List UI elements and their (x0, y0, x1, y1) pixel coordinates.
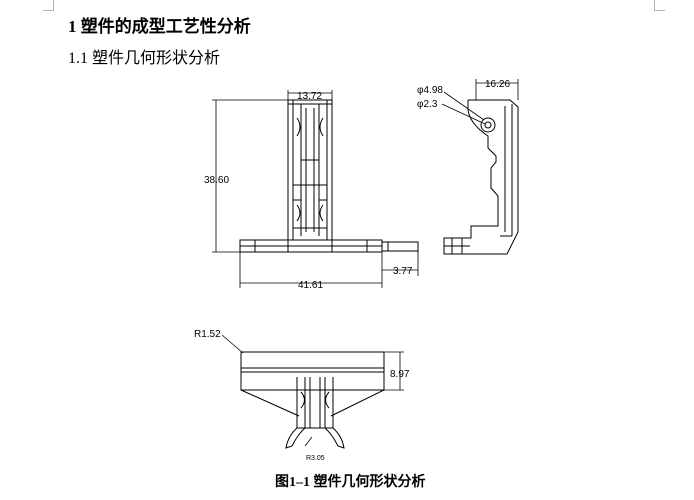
dimension-label: 8.97 (390, 369, 410, 380)
dimension-label: R3.05 (306, 455, 325, 462)
dimension-label: 13.72 (297, 91, 322, 102)
dimension-label: 41.61 (298, 280, 323, 291)
figure-caption: 图1–1 塑件几何形状分析 (275, 475, 426, 490)
dimension-label: 38.60 (204, 175, 229, 186)
subsection-heading: 1.1 塑件几何形状分析 (68, 50, 221, 67)
dimension-label: 3.77 (393, 266, 413, 277)
bottom-view-dimensions (221, 334, 404, 447)
side-view (443, 99, 519, 255)
dimension-label: φ4.98 (417, 85, 443, 96)
dimension-label: φ2.3 (417, 99, 438, 110)
bottom-view (240, 351, 385, 449)
dimension-label: R1.52 (194, 329, 221, 340)
section-heading: 1 塑件的成型工艺性分析 (68, 17, 251, 36)
page-margin-corner-left (43, 0, 54, 11)
front-view (239, 99, 419, 253)
front-view-dimensions (212, 90, 419, 288)
page-margin-corner-right (654, 0, 665, 11)
dimension-label: 16.26 (485, 79, 510, 90)
side-view-dimensions (441, 79, 519, 125)
